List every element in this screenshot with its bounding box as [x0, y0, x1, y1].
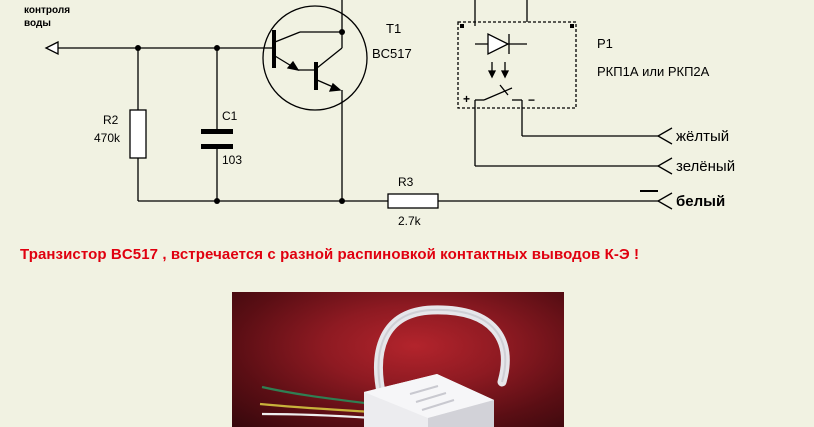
- water-label-2: воды: [24, 18, 51, 29]
- circuit-schematic: контроля воды T1 BC517 R2 470k C1 103 R3…: [24, 0, 735, 228]
- pinout-warning: Транзистор BC517 , встречается с разной …: [20, 246, 640, 263]
- p1-ref: P1: [597, 36, 613, 51]
- r2-resistor: [129, 109, 147, 159]
- yellow-wire-terminal: [656, 127, 673, 145]
- relay-pin-marker: [570, 24, 574, 28]
- junction-dot: [339, 198, 345, 204]
- junction-dot: [214, 45, 220, 51]
- relay-plus-sign: +: [463, 92, 470, 106]
- sensor-photo: [232, 292, 564, 427]
- r3-ref: R3: [398, 175, 414, 189]
- green-wire-terminal: [656, 157, 673, 175]
- p1-part: РКП1А или РКП2А: [597, 64, 710, 79]
- white-wire-minus-bar: [640, 190, 658, 192]
- c1-value: 103: [222, 153, 242, 167]
- sensor-photo-illustration: [259, 305, 510, 427]
- input-probe-arrow: [44, 40, 59, 56]
- p1-relay-box: [457, 21, 577, 109]
- junction-dot: [339, 29, 345, 35]
- yellow-wire-label: жёлтый: [676, 128, 729, 145]
- r2-ref: R2: [103, 113, 119, 127]
- water-label-1: контроля: [24, 5, 70, 16]
- junction-dot: [214, 198, 220, 204]
- c1-capacitor-plate-bottom: [201, 144, 233, 149]
- junction-dot: [135, 45, 141, 51]
- r2-value: 470k: [94, 131, 121, 145]
- r3-value: 2.7k: [398, 214, 422, 228]
- white-wire-label: белый: [676, 193, 725, 210]
- c1-ref: C1: [222, 109, 238, 123]
- t1-ref: T1: [386, 21, 401, 36]
- t1-transistor-circle: [262, 5, 368, 111]
- c1-capacitor-plate-top: [201, 129, 233, 134]
- relay-minus-sign: −: [528, 93, 535, 107]
- white-wire-terminal: [656, 192, 673, 210]
- green-wire-label: зелёный: [676, 158, 735, 175]
- t1-part: BC517: [372, 46, 412, 61]
- relay-pin-marker: [460, 24, 464, 28]
- r3-resistor: [387, 193, 439, 209]
- p1-led-diode: [487, 32, 510, 56]
